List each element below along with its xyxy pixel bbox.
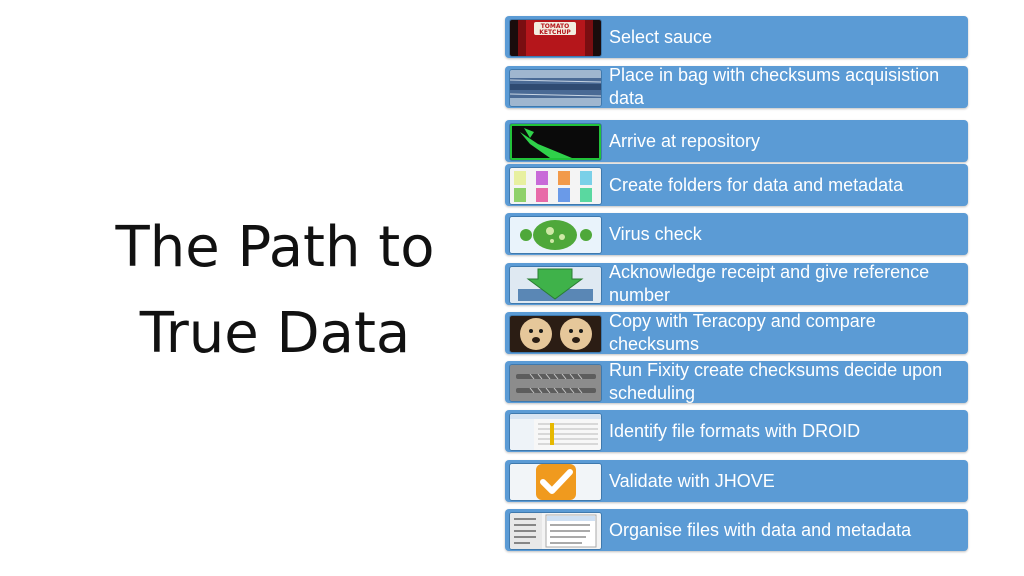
checkmark-icon [509,463,602,501]
step-label: Place in bag with checksums acquisistion… [609,65,940,108]
step-place-in-bag: Place in bag with checksums acquisistion… [505,65,968,108]
step-arrive-repository: Arrive at repository [505,120,968,162]
step-label: Run Fixity create checksums decide upon … [609,360,943,403]
step-select-sauce: TOMATO KETCHUP Select sauce [505,16,968,58]
step-acknowledge-receipt: Acknowledge receipt and give reference n… [505,262,968,305]
page-title: The Path to True Data [70,205,480,377]
step-label: Identify file formats with DROID [609,420,861,441]
svg-text:KETCHUP: KETCHUP [539,29,571,36]
step-label: Acknowledge receipt and give reference n… [609,262,930,305]
step-label: Validate with JHOVE [609,470,775,491]
step-organise-files: Organise files with data and metadata [505,509,968,551]
step-label: Copy with Teracopy and compare checksums [609,311,876,354]
step-label: Arrive at repository [609,130,761,151]
step-copy-teracopy: Copy with Teracopy and compare checksums [505,311,968,354]
ketchup-bottle-icon: TOMATO KETCHUP [509,19,602,57]
bag-icon [509,69,602,107]
droid-screenshot-icon [509,413,602,451]
arrival-icon [509,123,602,161]
step-virus-check: Virus check [505,213,968,255]
step-validate-jhove: Validate with JHOVE [505,460,968,502]
screws-photo-icon [509,364,602,402]
step-label: Organise files with data and metadata [609,519,912,540]
folders-icon [509,167,602,205]
title-line-1: The Path to [115,215,435,280]
menu-screenshot-icon [509,512,602,550]
puppies-photo-icon [509,315,602,353]
process-steps: TOMATO KETCHUP Select sauce Place in bag… [505,16,968,556]
title-line-2: True Data [139,301,411,366]
step-run-fixity: Run Fixity create checksums decide upon … [505,360,968,403]
step-create-folders: Create folders for data and metadata [505,164,968,206]
step-label: Create folders for data and metadata [609,174,904,195]
step-label: Select sauce [609,26,713,47]
svg-text:TOMATO: TOMATO [541,23,570,30]
virus-icon [509,216,602,254]
step-identify-formats: Identify file formats with DROID [505,410,968,452]
inbox-download-icon [509,266,602,304]
step-label: Virus check [609,223,702,244]
